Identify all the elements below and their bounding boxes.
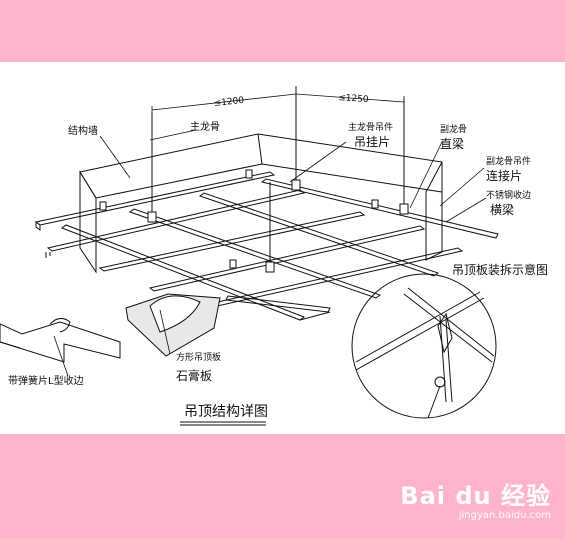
dim-left-label: ≤1200	[213, 96, 245, 109]
spring-edge-label: 带弹簧片L型收边	[8, 374, 84, 387]
structural-wall	[79, 133, 443, 274]
ceiling-structure-diagram: ≤1200 ≤1250 结构墙 主龙骨 主龙骨吊件 吊挂片 副龙骨 直梁 副龙骨…	[0, 86, 548, 426]
watermark-url: jingyan.baidu.com	[458, 510, 551, 521]
dimension-lines	[151, 88, 405, 116]
top-pink-band	[0, 0, 565, 62]
main-keel-label: 主龙骨	[190, 120, 220, 133]
detail-title-label: 吊顶板装拆示意图	[452, 262, 548, 277]
watermark-brand: Bai du 经验	[400, 482, 551, 510]
diagram-title: 吊顶结构详图	[184, 404, 268, 420]
l-edge-profile	[0, 318, 121, 363]
diagram-panel: ≤1200 ≤1250 结构墙 主龙骨 主龙骨吊件 吊挂片 副龙骨 直梁 副龙骨…	[0, 62, 565, 434]
wall-label: 结构墙	[68, 124, 98, 137]
gypsum-board	[125, 293, 221, 357]
gypsum-board-label: 石膏板	[176, 368, 212, 383]
watermark: Bai du 经验 jingyan.baidu.com	[400, 476, 551, 521]
straight-beam-label: 直梁	[440, 136, 464, 151]
secondary-hanger-label: 副龙骨吊件	[486, 155, 531, 167]
hanger-clips	[99, 169, 409, 273]
cross-beam-label: 横梁	[490, 202, 514, 217]
detail-circle	[351, 273, 497, 419]
bottom-pink-band	[0, 434, 565, 539]
hanger-clip-label: 吊挂片	[354, 135, 390, 149]
hanger-rods	[151, 86, 405, 268]
dim-right-label: ≤1250	[338, 93, 369, 105]
connector-label: 连接片	[486, 168, 522, 183]
stainless-edge-label: 不锈钢收边	[486, 189, 531, 201]
square-panel-label: 方形吊顶板	[176, 351, 221, 363]
leader-lines	[53, 129, 487, 377]
main-hanger-label: 主龙骨吊件	[348, 121, 393, 133]
secondary-keel-label: 副龙骨	[440, 123, 467, 135]
main-keels	[34, 171, 464, 310]
cross-beams	[60, 178, 499, 321]
